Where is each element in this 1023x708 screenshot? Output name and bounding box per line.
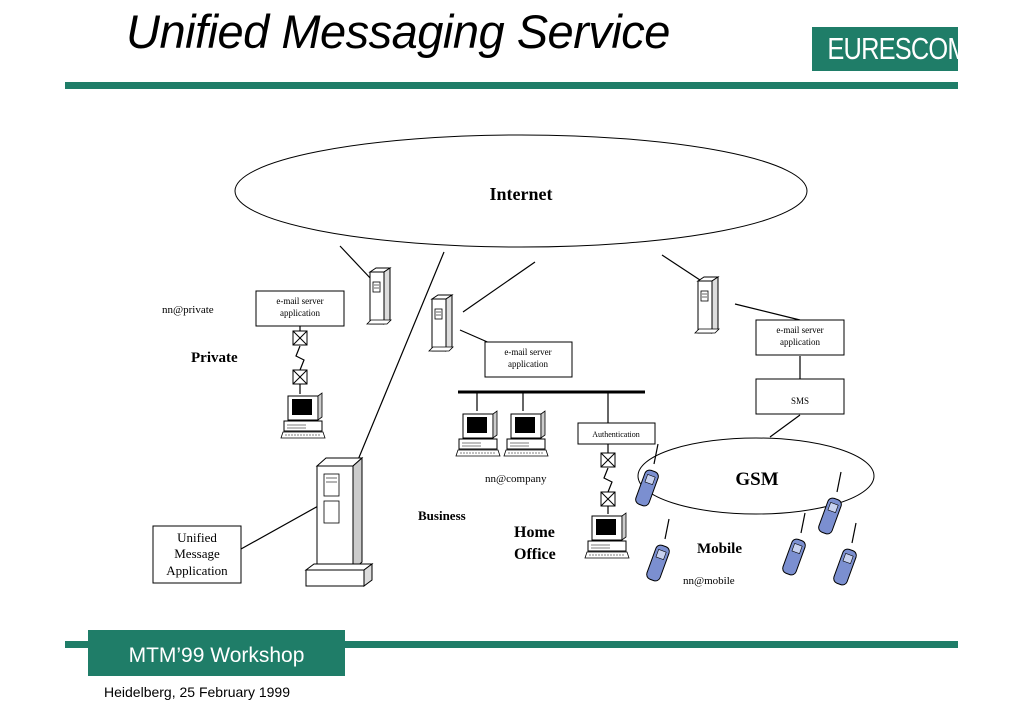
gsm-ellipse: [637, 437, 875, 515]
addr-private-label: nn@private: [162, 304, 214, 316]
mobile-phone-icon-5: [831, 522, 859, 587]
logo-text: EURESCOM: [827, 31, 968, 66]
svg-text:e-mail server: e-mail server: [776, 325, 823, 335]
mobile-phone-icon-3: [644, 518, 672, 583]
header-divider: [65, 82, 958, 89]
svg-text:SMS: SMS: [791, 396, 809, 406]
svg-text:application: application: [508, 359, 548, 369]
business-server-icon: [428, 294, 454, 352]
gsm-server-icon: [694, 276, 720, 334]
home-office-pc-icon: [584, 512, 630, 559]
sms-box: SMS: [755, 378, 845, 415]
uma-server-icon: [304, 456, 374, 587]
svg-text:Unified: Unified: [177, 530, 217, 545]
private-label: Private: [191, 350, 238, 366]
email-server-box-gsm: e-mail server application: [755, 319, 845, 356]
addr-mobile-label: nn@mobile: [683, 575, 735, 587]
office-label: Office: [514, 546, 556, 563]
home-modem-icon-1: [600, 452, 616, 468]
private-modem-icon-1: [292, 330, 308, 346]
svg-text:e-mail server: e-mail server: [276, 296, 323, 306]
svg-text:e-mail server: e-mail server: [504, 347, 551, 357]
home-label: Home: [514, 524, 555, 541]
unified-message-application-box: Unified Message Application: [152, 525, 242, 584]
business-pc-icon-2: [503, 410, 549, 457]
internet-label: Internet: [490, 184, 553, 204]
svg-text:Message: Message: [174, 546, 220, 561]
internet-ellipse: [234, 134, 808, 248]
private-modem-icon-2: [292, 369, 308, 385]
connection-lines: [240, 245, 801, 550]
private-pc-icon: [280, 392, 326, 439]
mobile-label: Mobile: [697, 541, 742, 557]
page-title: Unified Messaging Service: [126, 5, 670, 58]
footer-divider: [65, 641, 958, 648]
email-server-box-business: e-mail server application: [484, 341, 573, 378]
private-server-icon: [366, 267, 392, 325]
business-label: Business: [418, 508, 466, 523]
authentication-box: Authentication: [577, 422, 656, 445]
footer-date-place: Heidelberg, 25 February 1999: [104, 684, 291, 700]
svg-text:application: application: [280, 308, 320, 318]
business-pc-icon-1: [455, 410, 501, 457]
home-modem-icon-2: [600, 491, 616, 507]
mobile-phone-icon-4: [780, 512, 808, 577]
svg-text:application: application: [780, 337, 820, 347]
svg-text:Application: Application: [166, 563, 228, 578]
eurescom-logo: EURESCOM: [812, 27, 969, 71]
email-server-box-private: e-mail server application: [255, 290, 345, 327]
svg-text:Authentication: Authentication: [592, 430, 640, 439]
gsm-label: GSM: [735, 469, 778, 490]
workshop-banner: MTM’99 Workshop: [88, 630, 345, 676]
addr-company-label: nn@company: [485, 473, 547, 485]
